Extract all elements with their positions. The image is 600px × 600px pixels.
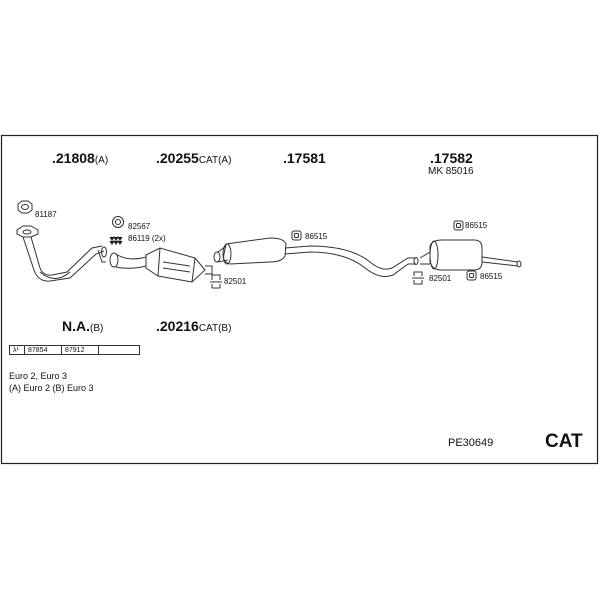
gasket-icon bbox=[112, 216, 124, 228]
part-callout: 86515 bbox=[465, 221, 488, 230]
part-number-label: .17582 bbox=[430, 150, 473, 166]
rubber-hanger-icon bbox=[291, 230, 302, 241]
part-callout: 86515 bbox=[480, 272, 503, 281]
mk-note: MK 85016 bbox=[428, 166, 474, 177]
front-pipe-icon bbox=[16, 225, 107, 282]
part-callout: 81187 bbox=[35, 210, 57, 219]
bolt-icon bbox=[109, 235, 123, 246]
cat-badge: CAT bbox=[545, 431, 583, 452]
reference-code: PE30649 bbox=[448, 437, 494, 449]
table-cell bbox=[98, 345, 140, 355]
table-cell: 87854 bbox=[24, 345, 62, 355]
part-callout: 82501 bbox=[224, 277, 247, 286]
part-number-label: N.A.(B) bbox=[62, 318, 104, 334]
table-row: λ¹ 87854 87912 bbox=[9, 345, 140, 355]
part-number-label: .17581 bbox=[283, 150, 326, 166]
part-callout: 86119 (2x) bbox=[128, 234, 166, 243]
part-callout: 82501 bbox=[429, 274, 452, 283]
rear-silencer-icon bbox=[419, 239, 522, 271]
clamp-icon bbox=[17, 200, 33, 214]
clamp-icon bbox=[412, 271, 424, 285]
lambda-sensor-table: λ¹ 87854 87912 bbox=[9, 345, 140, 355]
rubber-hanger-icon bbox=[453, 220, 464, 231]
centre-silencer-icon bbox=[213, 237, 419, 277]
diagram-border bbox=[0, 134, 599, 465]
clamp-icon bbox=[210, 274, 222, 289]
rubber-hanger-icon bbox=[466, 270, 477, 281]
variant-note: (A) Euro 2 (B) Euro 3 bbox=[9, 383, 94, 393]
emission-note: Euro 2, Euro 3 bbox=[9, 371, 68, 381]
part-callout: 82567 bbox=[128, 222, 151, 231]
table-cell: λ¹ bbox=[9, 345, 25, 355]
part-number-label: .20255CAT(A) bbox=[156, 150, 232, 166]
catalytic-converter-icon bbox=[109, 247, 213, 283]
part-callout: 86515 bbox=[305, 232, 328, 241]
part-number-label: .21808(A) bbox=[52, 150, 109, 166]
table-cell: 87912 bbox=[61, 345, 99, 355]
part-number-label: .20216CAT(B) bbox=[156, 318, 232, 334]
